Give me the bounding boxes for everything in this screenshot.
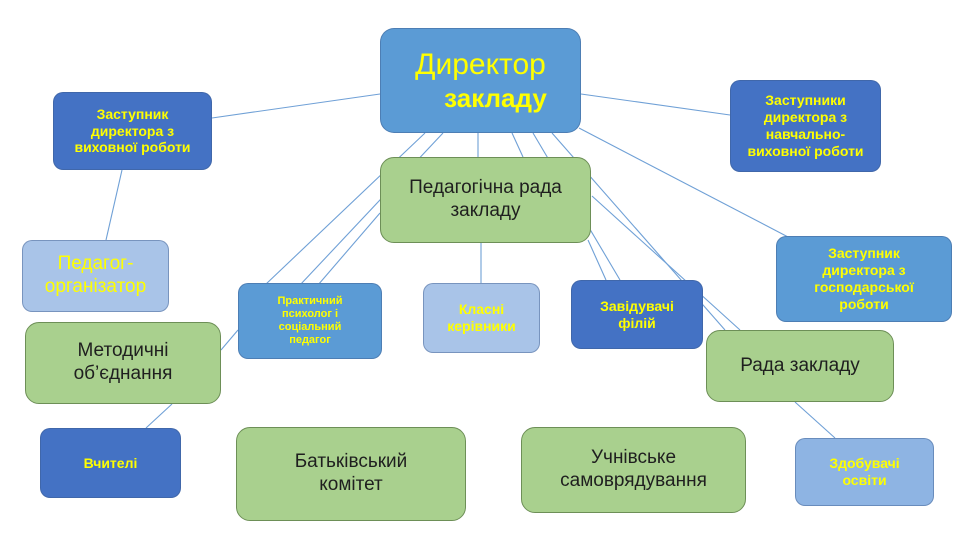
- student-selfgov-label: Учнівське самоврядування: [560, 447, 707, 491]
- branch-heads-label: Завідувачі філій: [600, 297, 674, 331]
- parents-committee-box: Батьківський комітет: [236, 427, 466, 521]
- methodical-unions-label: Методичні об’єднання: [73, 340, 173, 384]
- methodical-unions-box: Методичні об’єднання: [25, 322, 221, 404]
- deputy-economic-label: Заступник директора з господарської робо…: [814, 245, 914, 312]
- deputy-upbringing-box: Заступник директора з виховної роботи: [53, 92, 212, 170]
- link-council-psychologist: [317, 212, 381, 286]
- deputy-economic-box: Заступник директора з господарської робо…: [776, 236, 952, 322]
- teachers-label: Вчителі: [83, 454, 138, 471]
- link-schoolcouncil-students: [794, 401, 836, 439]
- school-council-box: Рада закладу: [706, 330, 894, 402]
- deputy-educational-label: Заступники директора з навчально- виховн…: [747, 92, 864, 159]
- branch-heads-box: Завідувачі філій: [571, 280, 703, 349]
- link-director-deputy-upbringing: [211, 93, 381, 119]
- link-methodical-teachers: [145, 403, 173, 429]
- pedagogue-organizer-box: Педагог- організатор: [22, 240, 169, 312]
- parents-committee-label: Батьківський комітет: [294, 451, 408, 495]
- link-psychologist-methodical: [220, 329, 239, 351]
- student-selfgov-box: Учнівське самоврядування: [521, 427, 746, 513]
- link-deputy-organizer: [105, 169, 123, 241]
- director-box: Директор закладу: [380, 28, 581, 133]
- pedagogue-organizer-label: Педагог- організатор: [44, 253, 147, 297]
- link-director-deputy-economic: [578, 127, 791, 239]
- psychologist-label: Практичний психолог і соціальний педагог: [277, 294, 343, 347]
- psychologist-box: Практичний психолог і соціальний педагог: [238, 283, 382, 359]
- class-teachers-label: Класні керівники: [447, 301, 516, 334]
- class-teachers-box: Класні керівники: [423, 283, 540, 353]
- link-director-deputy-educational: [580, 93, 731, 116]
- pedagogical-council-box: Педагогічна рада закладу: [380, 157, 591, 243]
- pedagogical-council-label: Педагогічна рада закладу: [409, 177, 562, 221]
- teachers-box: Вчителі: [40, 428, 181, 498]
- students-label: Здобувачі освіти: [829, 455, 900, 488]
- school-council-label: Рада закладу: [740, 354, 860, 376]
- deputy-upbringing-label: Заступник директора з виховної роботи: [74, 105, 191, 156]
- deputy-educational-box: Заступники директора з навчально- виховн…: [730, 80, 881, 172]
- director-label-line1: Директор: [415, 47, 546, 81]
- director-label-line2: закладу: [444, 82, 547, 113]
- link-director-council-2: [511, 132, 524, 158]
- students-box: Здобувачі освіти: [795, 438, 934, 506]
- link-council-school-council: [591, 195, 741, 331]
- link-council-branches: [587, 239, 607, 281]
